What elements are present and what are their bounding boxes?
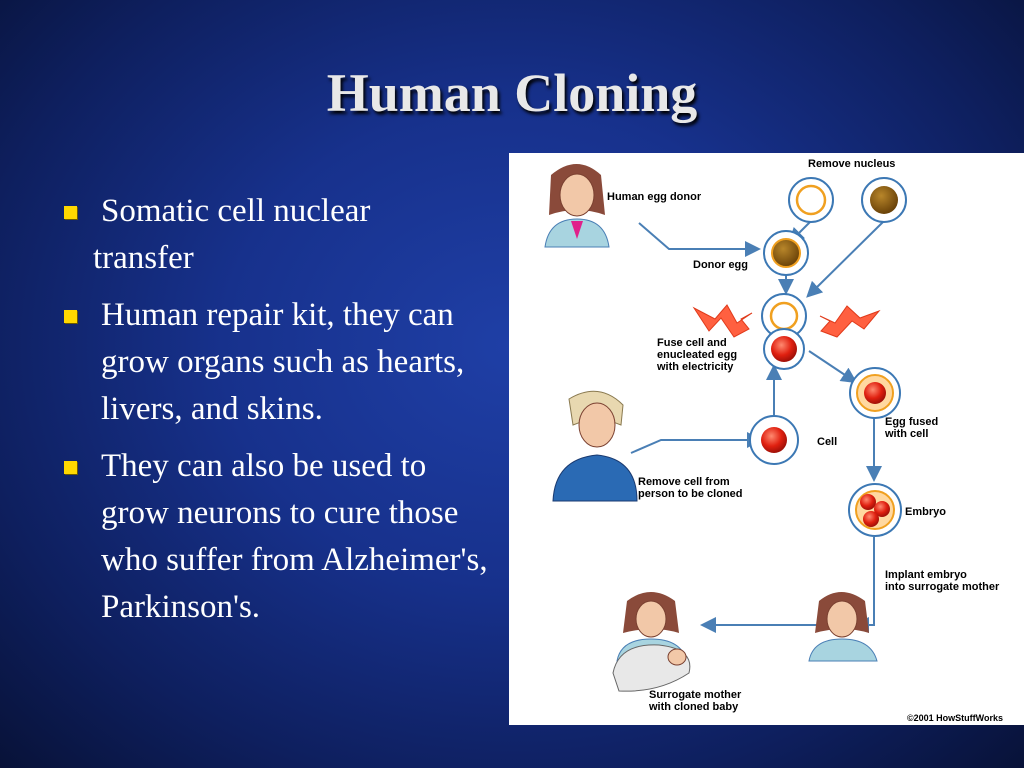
label-implant-1: Implant embryo bbox=[885, 569, 967, 581]
label-egg-fused-1: Egg fused bbox=[885, 416, 938, 428]
bullet-list: Somatic cell nuclear transfer Human repa… bbox=[60, 188, 500, 631]
label-surrogate-2: with cloned baby bbox=[648, 701, 739, 713]
somatic-cell bbox=[749, 415, 799, 465]
lightning-icon bbox=[819, 305, 881, 338]
fusion-cells bbox=[761, 293, 807, 370]
bullet-item: They can also be used to grow neurons to… bbox=[60, 443, 500, 631]
bullet-text: They can also be used to grow neurons to… bbox=[101, 448, 488, 625]
label-embryo: Embryo bbox=[905, 506, 946, 518]
label-fuse-2: enucleated egg bbox=[657, 349, 737, 361]
label-implant-2: into surrogate mother bbox=[885, 581, 1000, 593]
label-egg-donor: Human egg donor bbox=[607, 191, 702, 203]
copyright-notice: ©2001 HowStuffWorks bbox=[907, 713, 1003, 723]
label-remove-cell-1: Remove cell from bbox=[638, 476, 730, 488]
bullet-marker bbox=[64, 461, 77, 474]
embryo-cell bbox=[848, 483, 902, 537]
bullet-continuation: transfer bbox=[93, 240, 194, 276]
lightning-icon bbox=[692, 304, 753, 338]
mother-with-baby-illustration bbox=[612, 592, 691, 692]
flow-arrows bbox=[630, 220, 885, 633]
nucleus-removed bbox=[861, 177, 907, 223]
label-egg-fused-2: with cell bbox=[884, 428, 928, 440]
bullet-marker bbox=[64, 310, 77, 323]
bullet-item: Somatic cell nuclear bbox=[60, 188, 500, 235]
egg-donor-illustration bbox=[544, 164, 610, 248]
cloning-diagram: Remove nucleus Human egg donor Donor egg… bbox=[509, 153, 1024, 725]
label-remove-nucleus: Remove nucleus bbox=[808, 158, 895, 170]
label-fuse-3: with electricity bbox=[656, 361, 734, 373]
bullet-marker bbox=[64, 206, 77, 219]
label-cell: Cell bbox=[817, 436, 837, 448]
bullet-text: Somatic cell nuclear bbox=[101, 193, 371, 229]
egg-fused-cell bbox=[849, 367, 901, 419]
label-surrogate-1: Surrogate mother bbox=[649, 689, 742, 701]
slide-title: Human Cloning bbox=[326, 63, 698, 123]
donor-egg-cell bbox=[763, 230, 809, 276]
person-to-clone-illustration bbox=[552, 390, 638, 502]
bullet-item: Human repair kit, they can grow organs s… bbox=[60, 292, 500, 433]
label-remove-cell-2: person to be cloned bbox=[638, 488, 743, 500]
egg-cell-enucleated bbox=[788, 177, 834, 223]
bullet-text: Human repair kit, they can grow organs s… bbox=[101, 297, 465, 427]
surrogate-mother-illustration bbox=[808, 592, 878, 662]
label-donor-egg: Donor egg bbox=[693, 259, 748, 271]
label-fuse-1: Fuse cell and bbox=[657, 337, 727, 349]
